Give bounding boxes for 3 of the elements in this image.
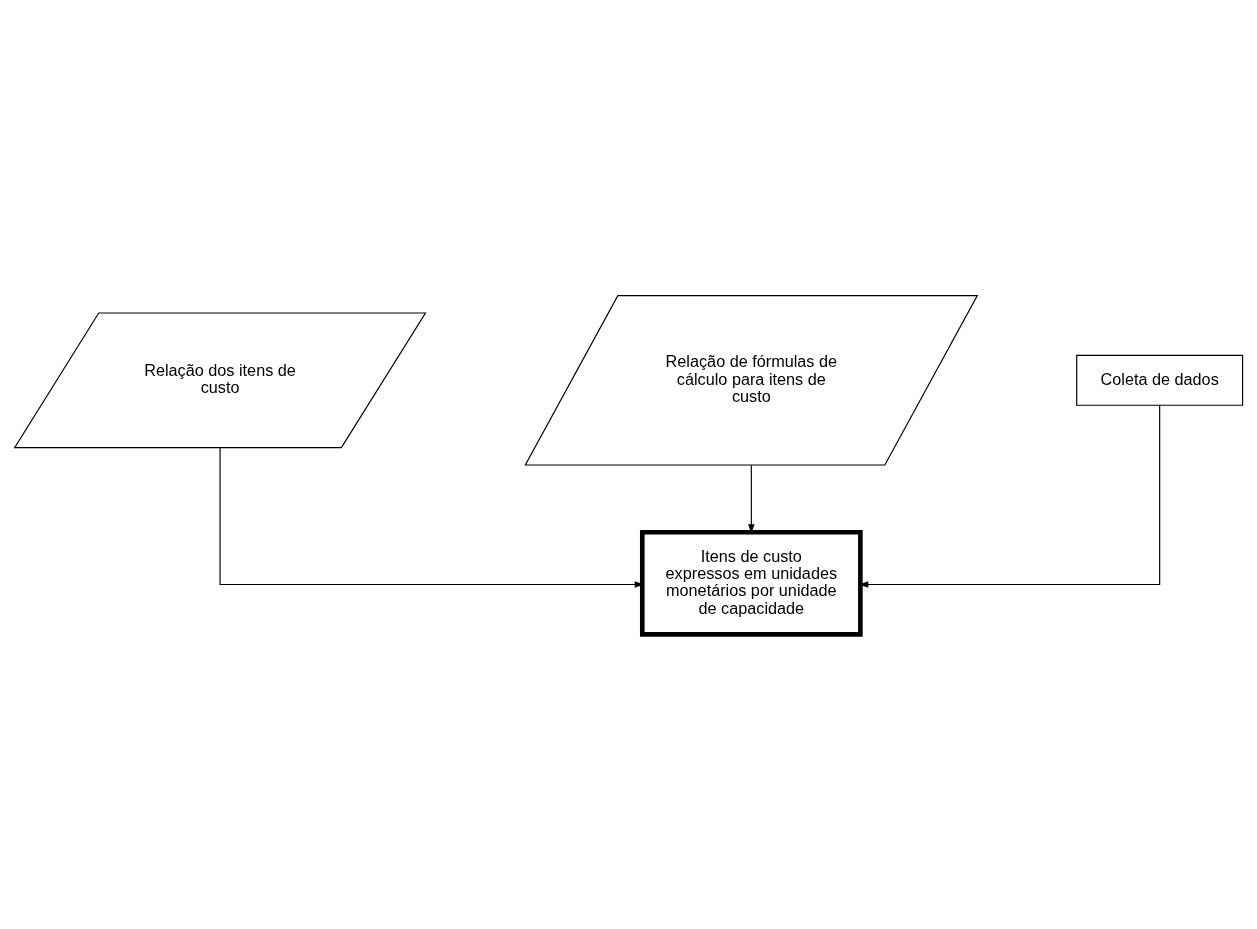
node-box: Itens de custo expressos em unidades monetários por unidade de capacidade — [639, 529, 863, 637]
arrow — [859, 404, 1161, 588]
node-box: Coleta de dados — [1076, 354, 1244, 406]
